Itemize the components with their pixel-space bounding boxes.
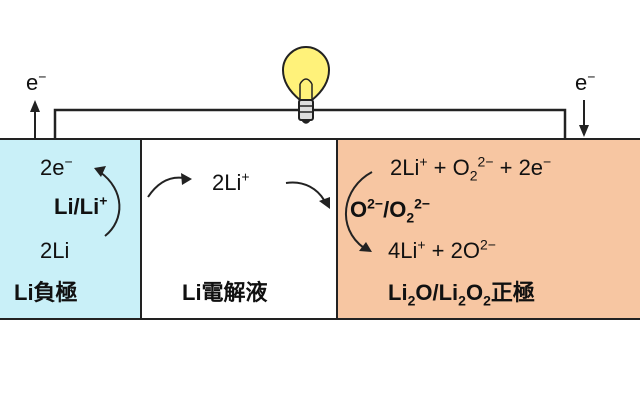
cathode-name: Li2O/Li2O2正極: [388, 280, 535, 309]
bulb-glass: [281, 45, 331, 101]
anode-to-electrolyte-arrow: [147, 176, 185, 198]
anode-region: [0, 138, 140, 320]
arrow-icon: [94, 166, 106, 177]
cathode-couple: O2−/O22−: [350, 195, 431, 226]
cathode-region: [338, 138, 640, 320]
arrow-icon: [181, 173, 192, 185]
battery-cell: [0, 138, 640, 320]
arrow-icon: [30, 100, 40, 112]
electron-label-right: e−: [575, 68, 596, 95]
cathode-equation-2: 4Li+ + 2O2−: [388, 236, 496, 263]
electrolyte-ion: 2Li+: [212, 168, 250, 195]
arrow-icon: [579, 125, 589, 137]
electron-label-left: e−: [26, 68, 47, 95]
bulb-filament: [299, 78, 313, 99]
anode-name: Li負極: [14, 280, 78, 305]
arrow-icon: [319, 197, 330, 209]
anode-reaction-arrow: [99, 171, 121, 237]
anode-couple: Li/Li+: [54, 192, 108, 219]
cathode-equation-1: 2Li+ + O22− + 2e−: [390, 153, 552, 184]
cathode-reaction-arrow: [344, 171, 373, 249]
electrolyte-to-cathode-arrow: [285, 181, 325, 201]
arrow-icon: [359, 242, 372, 252]
anode-reactant: 2Li: [40, 238, 70, 263]
electrolyte-region: [140, 138, 338, 320]
anode-product: 2e−: [40, 153, 73, 180]
electrolyte-name: Li電解液: [182, 280, 268, 305]
